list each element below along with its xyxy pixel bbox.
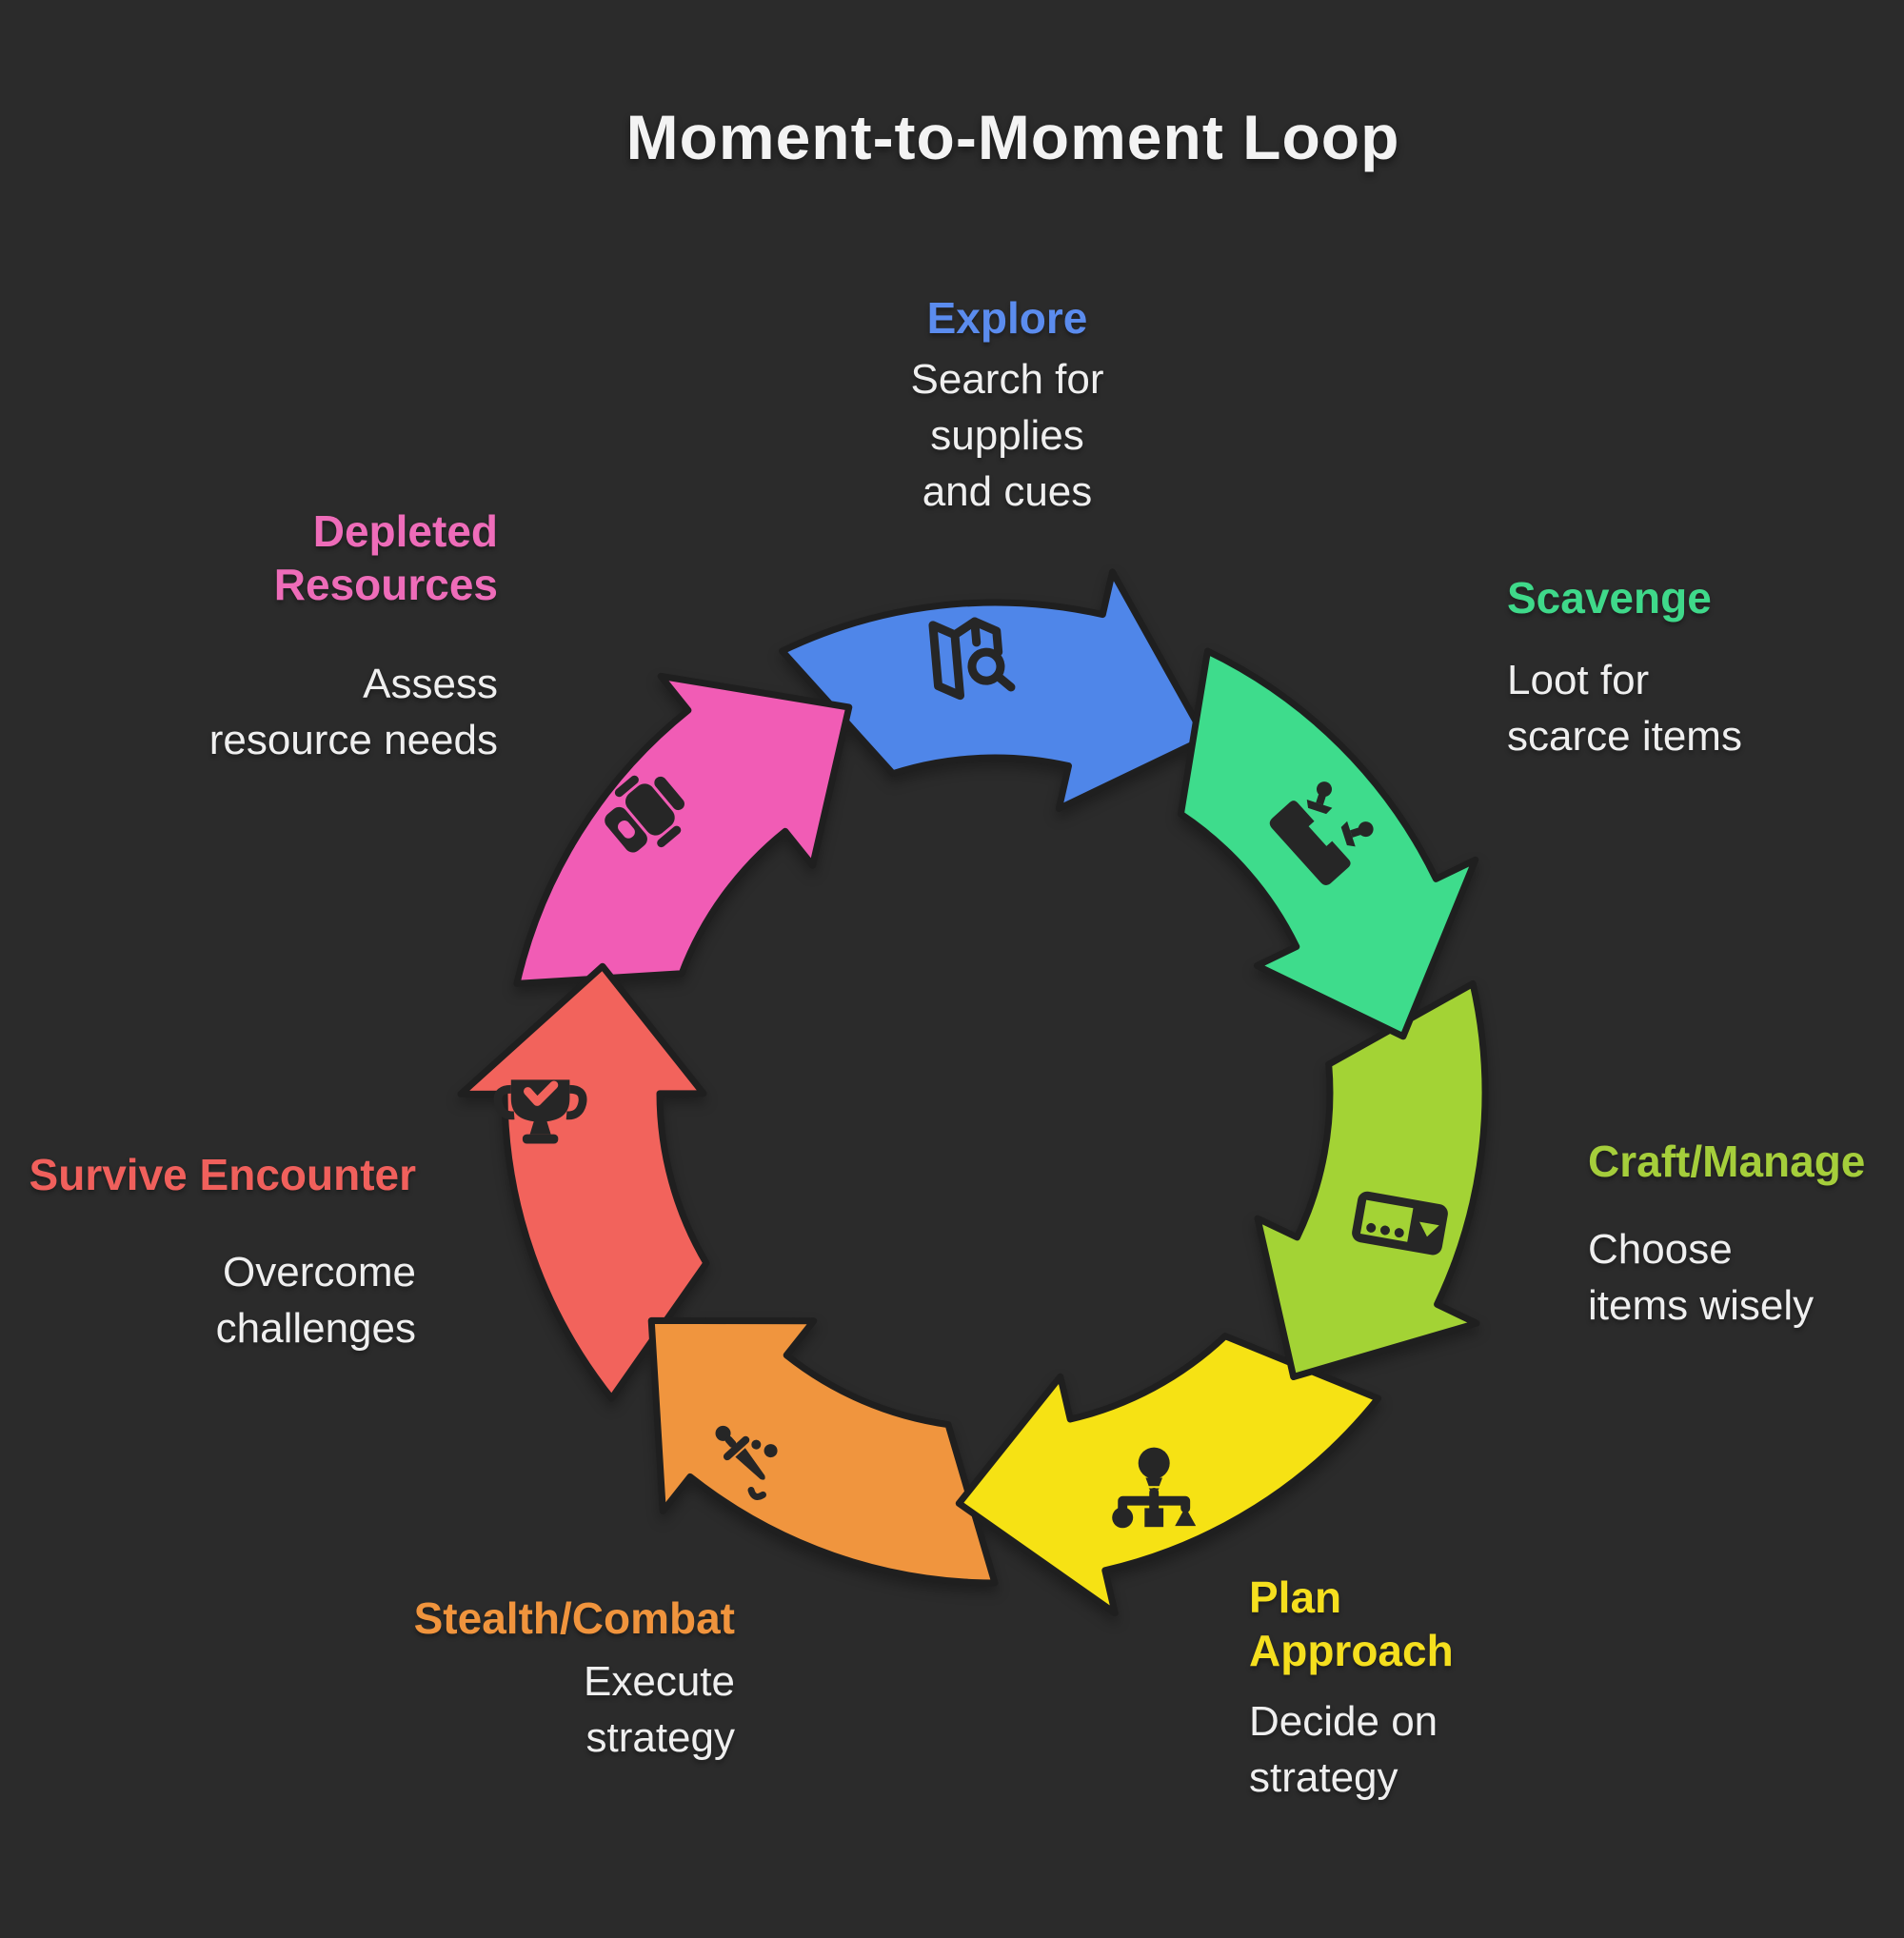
segment-craft-manage xyxy=(1254,979,1489,1380)
step-heading-scavenge: Scavenge xyxy=(1507,573,1712,623)
step-description-explore: Search for supplies and cues xyxy=(910,356,1104,516)
step-description-craft-manage: Choose items wisely xyxy=(1588,1226,1815,1330)
segment-depleted-resources xyxy=(513,672,853,987)
step-label-plan-approach: Plan Approach Decide on strategy xyxy=(1249,1571,1454,1807)
arrow-icons xyxy=(493,617,1448,1529)
segment-stealth-combat xyxy=(647,1316,999,1587)
step-label-stealth-combat: Stealth/Combat Execute strategy xyxy=(414,1592,735,1767)
step-label-depleted-resources: Depleted Resources Assess resource needs xyxy=(209,504,498,769)
segment-explore xyxy=(779,568,1209,812)
segment-plan-approach xyxy=(955,1333,1382,1617)
segment-scavenge xyxy=(1177,647,1479,1040)
step-label-survive-encounter: Survive Encounter Overcome challenges xyxy=(30,1148,416,1357)
backpack-icon xyxy=(605,775,684,853)
step-heading-survive-encounter: Survive Encounter xyxy=(29,1150,416,1199)
step-description-scavenge: Loot for scarce items xyxy=(1507,657,1742,761)
trophy-check-icon xyxy=(493,1079,587,1144)
step-heading-plan-approach: Plan Approach xyxy=(1249,1572,1454,1676)
step-description-plan-approach: Decide on strategy xyxy=(1249,1698,1438,1802)
step-label-craft-manage: Craft/Manage Choose items wisely xyxy=(1588,1135,1865,1335)
step-description-survive-encounter: Overcome challenges xyxy=(215,1249,416,1353)
inventory-bar-icon xyxy=(1352,1191,1448,1256)
map-search-icon xyxy=(928,617,1016,701)
step-heading-stealth-combat: Stealth/Combat xyxy=(413,1593,735,1643)
step-heading-explore: Explore xyxy=(926,293,1088,343)
step-label-scavenge: Scavenge Loot for scarce items xyxy=(1507,571,1742,765)
page-title: Moment-to-Moment Loop xyxy=(625,102,1400,172)
step-description-depleted-resources: Assess resource needs xyxy=(208,661,498,764)
step-heading-craft-manage: Craft/Manage xyxy=(1588,1137,1866,1186)
step-label-explore: Explore Search for supplies and cues xyxy=(769,291,1245,521)
arrow-segments xyxy=(457,568,1489,1617)
loot-box-icon xyxy=(1269,781,1374,885)
dagger-icon xyxy=(715,1425,778,1500)
decision-tree-icon xyxy=(1112,1447,1197,1529)
step-heading-depleted-resources: Depleted Resources xyxy=(273,506,498,610)
step-description-stealth-combat: Execute strategy xyxy=(584,1658,735,1762)
